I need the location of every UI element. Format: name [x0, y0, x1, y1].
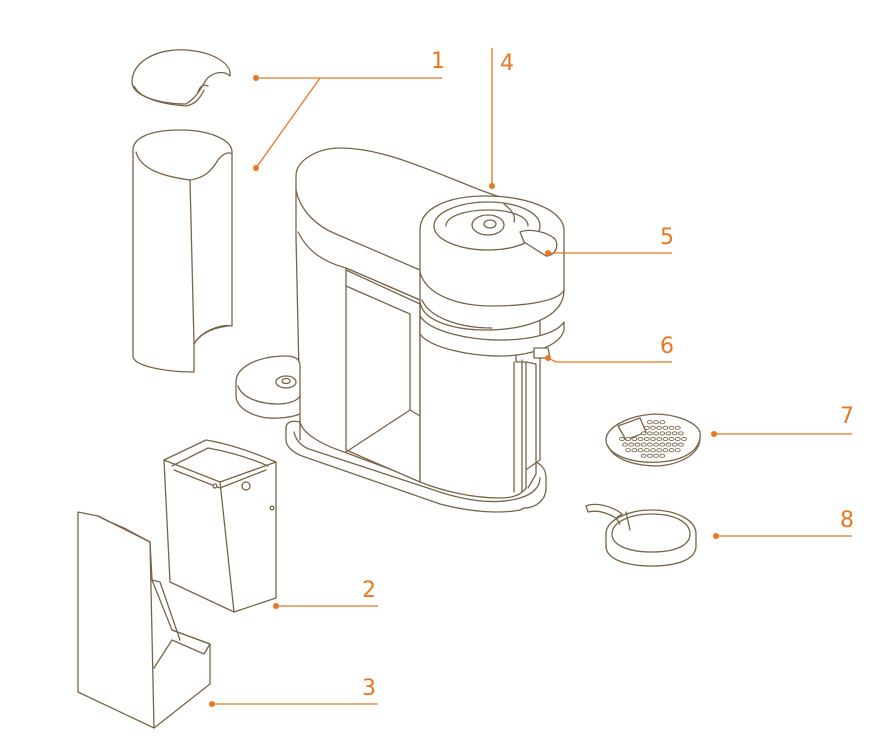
drip-grid-hole — [640, 453, 647, 458]
dot-3 — [209, 701, 215, 707]
leader-lines — [212, 48, 852, 705]
drip-grid-hole — [622, 442, 628, 447]
drip-grid-hole — [653, 420, 659, 425]
drip-grid-hole — [662, 448, 669, 453]
drip-grid-hole — [665, 431, 672, 436]
drip-grid-hole — [681, 436, 687, 442]
callout-6: 6 — [660, 334, 674, 359]
drip-grid-hole — [643, 425, 650, 430]
drip-grid-hole — [650, 425, 656, 430]
drip-grid-hole — [668, 448, 675, 453]
drip-grid-hole — [631, 448, 638, 453]
water-tank — [132, 129, 233, 373]
drip-grid-hole — [653, 431, 659, 436]
dot-5 — [545, 250, 551, 256]
drip-grid-hole — [631, 436, 638, 442]
drip-grid-hole — [647, 442, 653, 447]
drip-tray-cover — [77, 511, 211, 729]
drip-grid-hole — [659, 453, 666, 458]
callout-numbers: 1 2 3 4 5 6 7 8 — [362, 49, 854, 701]
drip-ring — [585, 503, 697, 567]
drip-grid — [605, 413, 701, 467]
callout-3: 3 — [362, 676, 376, 701]
drip-grid-hole — [637, 436, 644, 442]
drip-grid-hole — [674, 436, 681, 442]
drip-grid-hole — [665, 442, 672, 447]
dot-6 — [545, 355, 551, 361]
drip-grid-hole — [643, 436, 650, 442]
drip-grid-hole — [650, 448, 656, 453]
drip-grid-hole — [650, 436, 656, 442]
drip-grid-hole — [653, 453, 659, 458]
capsule-container — [163, 439, 277, 613]
dot-1a — [253, 75, 259, 81]
drip-grid-hole — [643, 448, 650, 453]
drip-grid-hole — [625, 436, 632, 442]
drip-grid-hole — [678, 442, 684, 447]
drip-grid-hole — [674, 448, 681, 453]
callout-4: 4 — [500, 51, 514, 76]
dot-2 — [273, 603, 279, 609]
drip-grid-hole — [647, 431, 653, 436]
callout-8: 8 — [840, 508, 854, 533]
drip-grid-hole — [678, 431, 684, 436]
dot-4 — [489, 183, 495, 189]
water-tank-lid — [131, 49, 231, 107]
callout-1: 1 — [431, 49, 445, 74]
drip-grid-hole — [640, 431, 647, 436]
drip-plate-disc — [235, 355, 301, 419]
drip-grid-hole — [662, 425, 669, 430]
dot-8 — [713, 533, 719, 539]
drip-grid-hole — [640, 442, 647, 447]
drip-grid-hole — [671, 442, 678, 447]
drip-grid-hole — [668, 425, 675, 430]
callout-7: 7 — [840, 404, 854, 429]
drip-grid-hole — [668, 436, 675, 442]
leader-dots — [209, 75, 719, 707]
drip-grid-hole — [659, 431, 666, 436]
drip-grid-hole — [659, 420, 666, 425]
drip-grid-hole — [647, 453, 653, 458]
callout-5: 5 — [660, 225, 674, 250]
drip-grid-hole — [647, 420, 653, 425]
callout-2: 2 — [362, 578, 376, 603]
drip-grid-hole — [659, 442, 666, 447]
drip-grid-hole — [653, 442, 659, 447]
drip-grid-hole — [662, 436, 669, 442]
leader-1-diagonal — [255, 77, 321, 169]
drip-grid-hole — [619, 436, 625, 442]
dot-1b — [253, 165, 259, 171]
drip-grid-hole — [656, 448, 663, 453]
drip-grid-hole — [656, 425, 663, 430]
drip-grid-hole — [634, 442, 641, 447]
drip-grid-hole — [637, 448, 644, 453]
drip-grid-hole — [674, 425, 681, 430]
drip-grid-hole — [656, 436, 663, 442]
drip-grid-hole — [628, 442, 635, 447]
coffee-machine-body — [285, 147, 565, 513]
drip-grid-hole — [625, 448, 632, 453]
dot-7 — [711, 431, 717, 437]
drip-grid-hole — [671, 431, 678, 436]
